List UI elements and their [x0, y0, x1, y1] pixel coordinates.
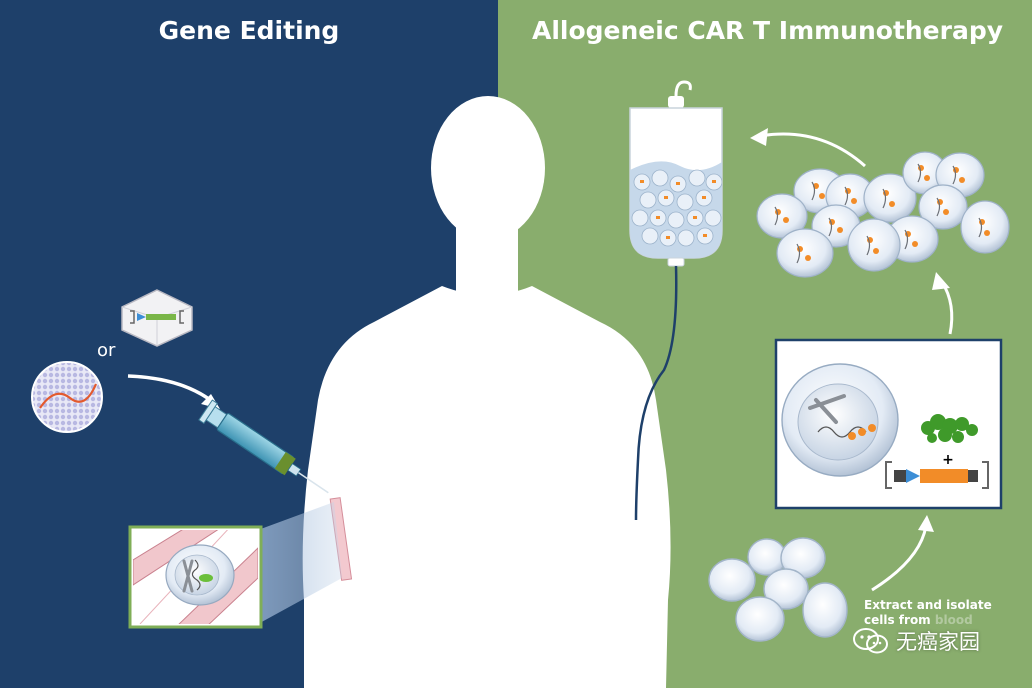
iv-bag: [629, 107, 723, 267]
or-label: or: [97, 340, 116, 361]
iv-bag-hook: [674, 80, 692, 97]
iv-tube: [634, 265, 678, 521]
plus-sign: +: [942, 452, 954, 468]
iv-bag-top: [668, 96, 684, 108]
editing-protein-icon: [921, 414, 978, 443]
extract-cells-text: Extract and isolate cells from: [864, 598, 992, 627]
syringe-icon: [198, 399, 329, 494]
box-to-cells-arrow: [932, 272, 954, 335]
human-silhouette: [302, 96, 671, 688]
magnification-beam: [258, 502, 342, 624]
car-construct-icon: [885, 461, 989, 489]
tissue-cell-inset: [128, 525, 263, 629]
wechat-icon: [853, 628, 888, 654]
viral-vector-icon: [121, 289, 193, 347]
blood-to-box-arrow: [871, 515, 934, 592]
car-t-cell-cluster: [756, 151, 1010, 278]
cells-to-bag-arrow: [750, 128, 866, 168]
car-t-therapy-title: Allogeneic CAR T Immunotherapy: [532, 16, 1004, 45]
lipid-nanoparticle-icon: [31, 361, 103, 433]
watermark-text: 无癌家园: [896, 630, 980, 654]
extract-cells-hidden-tail: blood: [934, 613, 973, 627]
car-engineering-inset: +: [774, 338, 1003, 510]
isolated-t-cells: [708, 537, 848, 642]
watermark: 无癌家园: [852, 626, 980, 656]
gene-editing-title: Gene Editing: [158, 16, 340, 45]
extract-cells-label: Extract and isolate cells from blood: [864, 598, 1024, 628]
